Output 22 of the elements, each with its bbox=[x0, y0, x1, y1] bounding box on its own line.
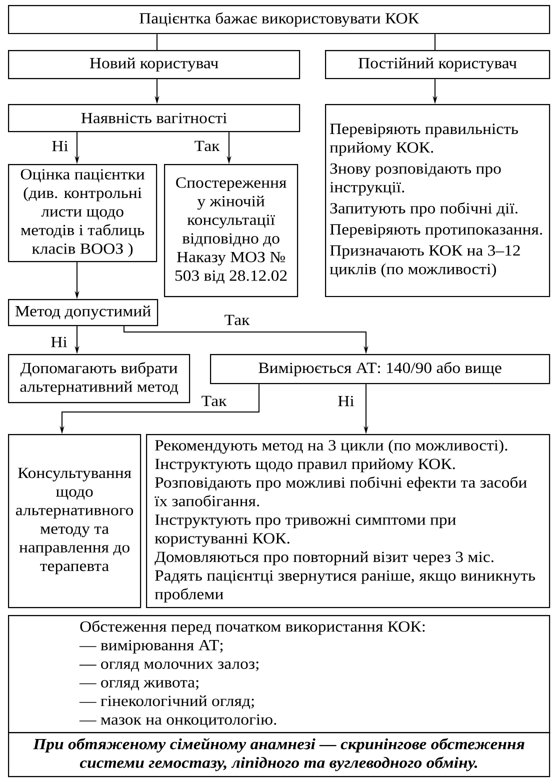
edge-label: Ні bbox=[338, 396, 354, 406]
process-box: Постійний користувач bbox=[325, 50, 550, 80]
start-box: Пацієнтка бажає використовувати КОК bbox=[8, 5, 550, 34]
edge-label: Так bbox=[224, 314, 250, 326]
decision-box: Вимірюється АТ: 140/90 або вище bbox=[210, 354, 550, 384]
edge-label: Так bbox=[202, 396, 227, 406]
decision-box: Наявність вагітності bbox=[8, 104, 300, 132]
note-box: При обтяженому сімейному анамнезі — скринінгове обстеження системи гемостазу, ліпідного та вуглеводного обміну. bbox=[8, 732, 550, 778]
process-box: Оцінка пацієнтки (див. контрольні листи щодо методів і таблиць класів ВООЗ ) bbox=[8, 164, 158, 262]
connector-line bbox=[434, 34, 436, 50]
process-box: Новий користувач bbox=[8, 50, 300, 80]
process-box: Консультування щодо альтернативного методу та направлення до терапевта bbox=[8, 434, 142, 608]
instruction-box: Рекомендують метод на 3 цикли (по можливості). Інструктують щодо правил прийому КОК. Розповідають про можливі побічні ефекти та засоби їх запобігання. Інструктують про тривожні симптоми при користуванні КОК. Домовляються про повторний візит через 3 міс. Радять пацієнтці звернутися раніше, якщо виникнуть проблеми bbox=[146, 434, 550, 608]
edge-label: Ні bbox=[52, 140, 68, 152]
connector-line bbox=[156, 34, 158, 50]
decision-box: Метод допустимий bbox=[8, 299, 158, 326]
process-box: Спостереження у жіночій консультації відповідно до Наказу МОЗ № 503 від 28.12.02 bbox=[164, 164, 298, 298]
edge-label: Так bbox=[194, 140, 220, 152]
instruction-box: Перевіряють правильність прийому КОК. Знову розповідають про інструкції. Запитують про побічні дії. Перевіряють протипоказання. Призначають КОК на 3–12 циклів (по можливості) bbox=[325, 104, 550, 298]
process-box: Допомагають вибрати альтернативний метод bbox=[8, 354, 190, 404]
edge-label: Ні bbox=[51, 336, 68, 348]
checklist-box: Обстеження перед початком використання КОК: — вимірювання АТ; — огляд молочних залоз; — огляд живота; — гінекологічний огляд; — мазок на онкоцитологію. bbox=[8, 615, 550, 734]
